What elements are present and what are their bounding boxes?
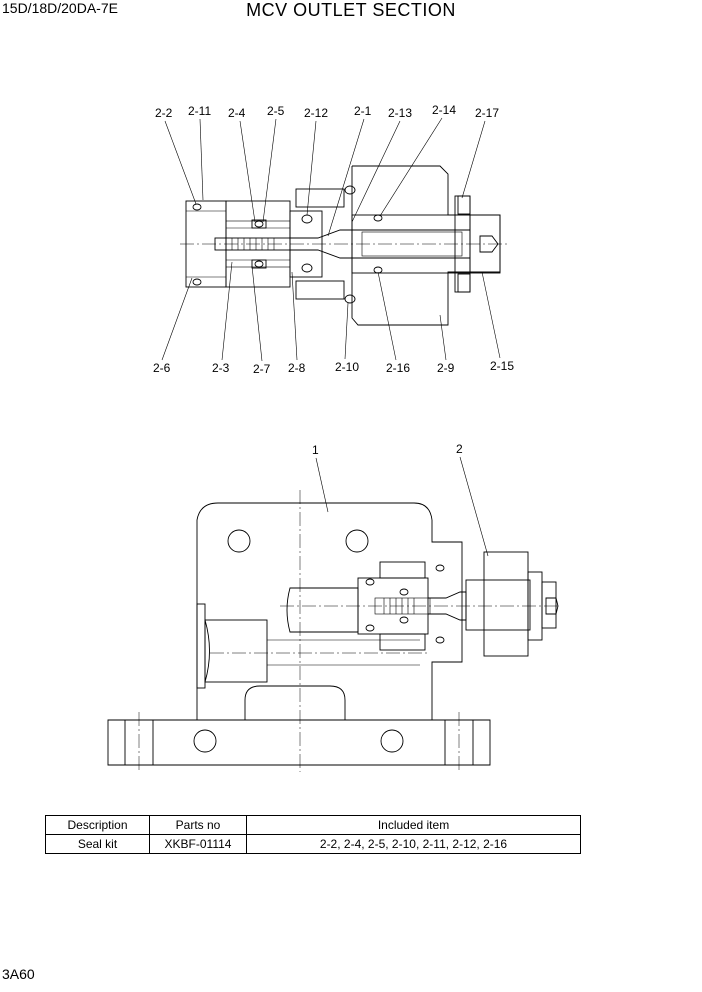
- callouts-upper: 2-2 2-11 2-4 2-5 2-12 2-1 2-13 2-14 2-17: [155, 103, 499, 120]
- callout-label: 2-1: [354, 104, 372, 118]
- callout-label: 2-15: [490, 359, 514, 373]
- callout-label: 1: [312, 443, 319, 457]
- column-header-description: Description: [45, 815, 150, 835]
- callout-label: 2-11: [188, 104, 211, 118]
- page-title: MCV OUTLET SECTION: [246, 0, 456, 20]
- leader-lines-upper: [164, 117, 486, 237]
- callout-label: 2-16: [386, 361, 410, 375]
- callouts-lower: 2-6 2-3 2-7 2-8 2-10 2-16 2-9 2-15: [153, 359, 514, 376]
- parts-table: Description Parts no Included item Seal …: [45, 815, 581, 854]
- callout-label: 2-17: [475, 106, 499, 120]
- callout-label: 2-10: [335, 360, 359, 374]
- callout-label: 2-9: [437, 361, 455, 375]
- callout-label: 2-4: [228, 106, 246, 120]
- page-number: 3A60: [2, 966, 35, 982]
- table-row: Seal kit XKBF-01114 2-2, 2-4, 2-5, 2-10,…: [45, 834, 581, 854]
- callout-label: 2-3: [212, 361, 230, 375]
- cell-included-item: 2-2, 2-4, 2-5, 2-10, 2-11, 2-12, 2-16: [246, 834, 581, 854]
- callout-label: 2-8: [288, 361, 306, 375]
- cell-description: Seal kit: [45, 834, 150, 854]
- callout-label: 2-6: [153, 361, 171, 375]
- table-header-row: Description Parts no Included item: [45, 815, 581, 835]
- cell-parts-no: XKBF-01114: [149, 834, 247, 854]
- assembly-drawing: [107, 490, 560, 772]
- callouts-assembly: 1 2: [312, 442, 489, 557]
- column-header-included-item: Included item: [246, 815, 581, 835]
- callout-label: 2-2: [155, 106, 173, 120]
- leader-lines-lower: [161, 261, 501, 362]
- callout-label: 2-7: [253, 362, 271, 376]
- valve-section-drawing: [180, 165, 510, 326]
- callout-label: 2-12: [304, 106, 328, 120]
- callout-label: 2: [456, 442, 463, 456]
- model-label: 15D/18D/20DA-7E: [2, 0, 118, 16]
- callout-label: 2-13: [388, 106, 412, 120]
- column-header-parts-no: Parts no: [149, 815, 247, 835]
- callout-label: 2-5: [267, 104, 285, 118]
- callout-label: 2-14: [432, 103, 456, 117]
